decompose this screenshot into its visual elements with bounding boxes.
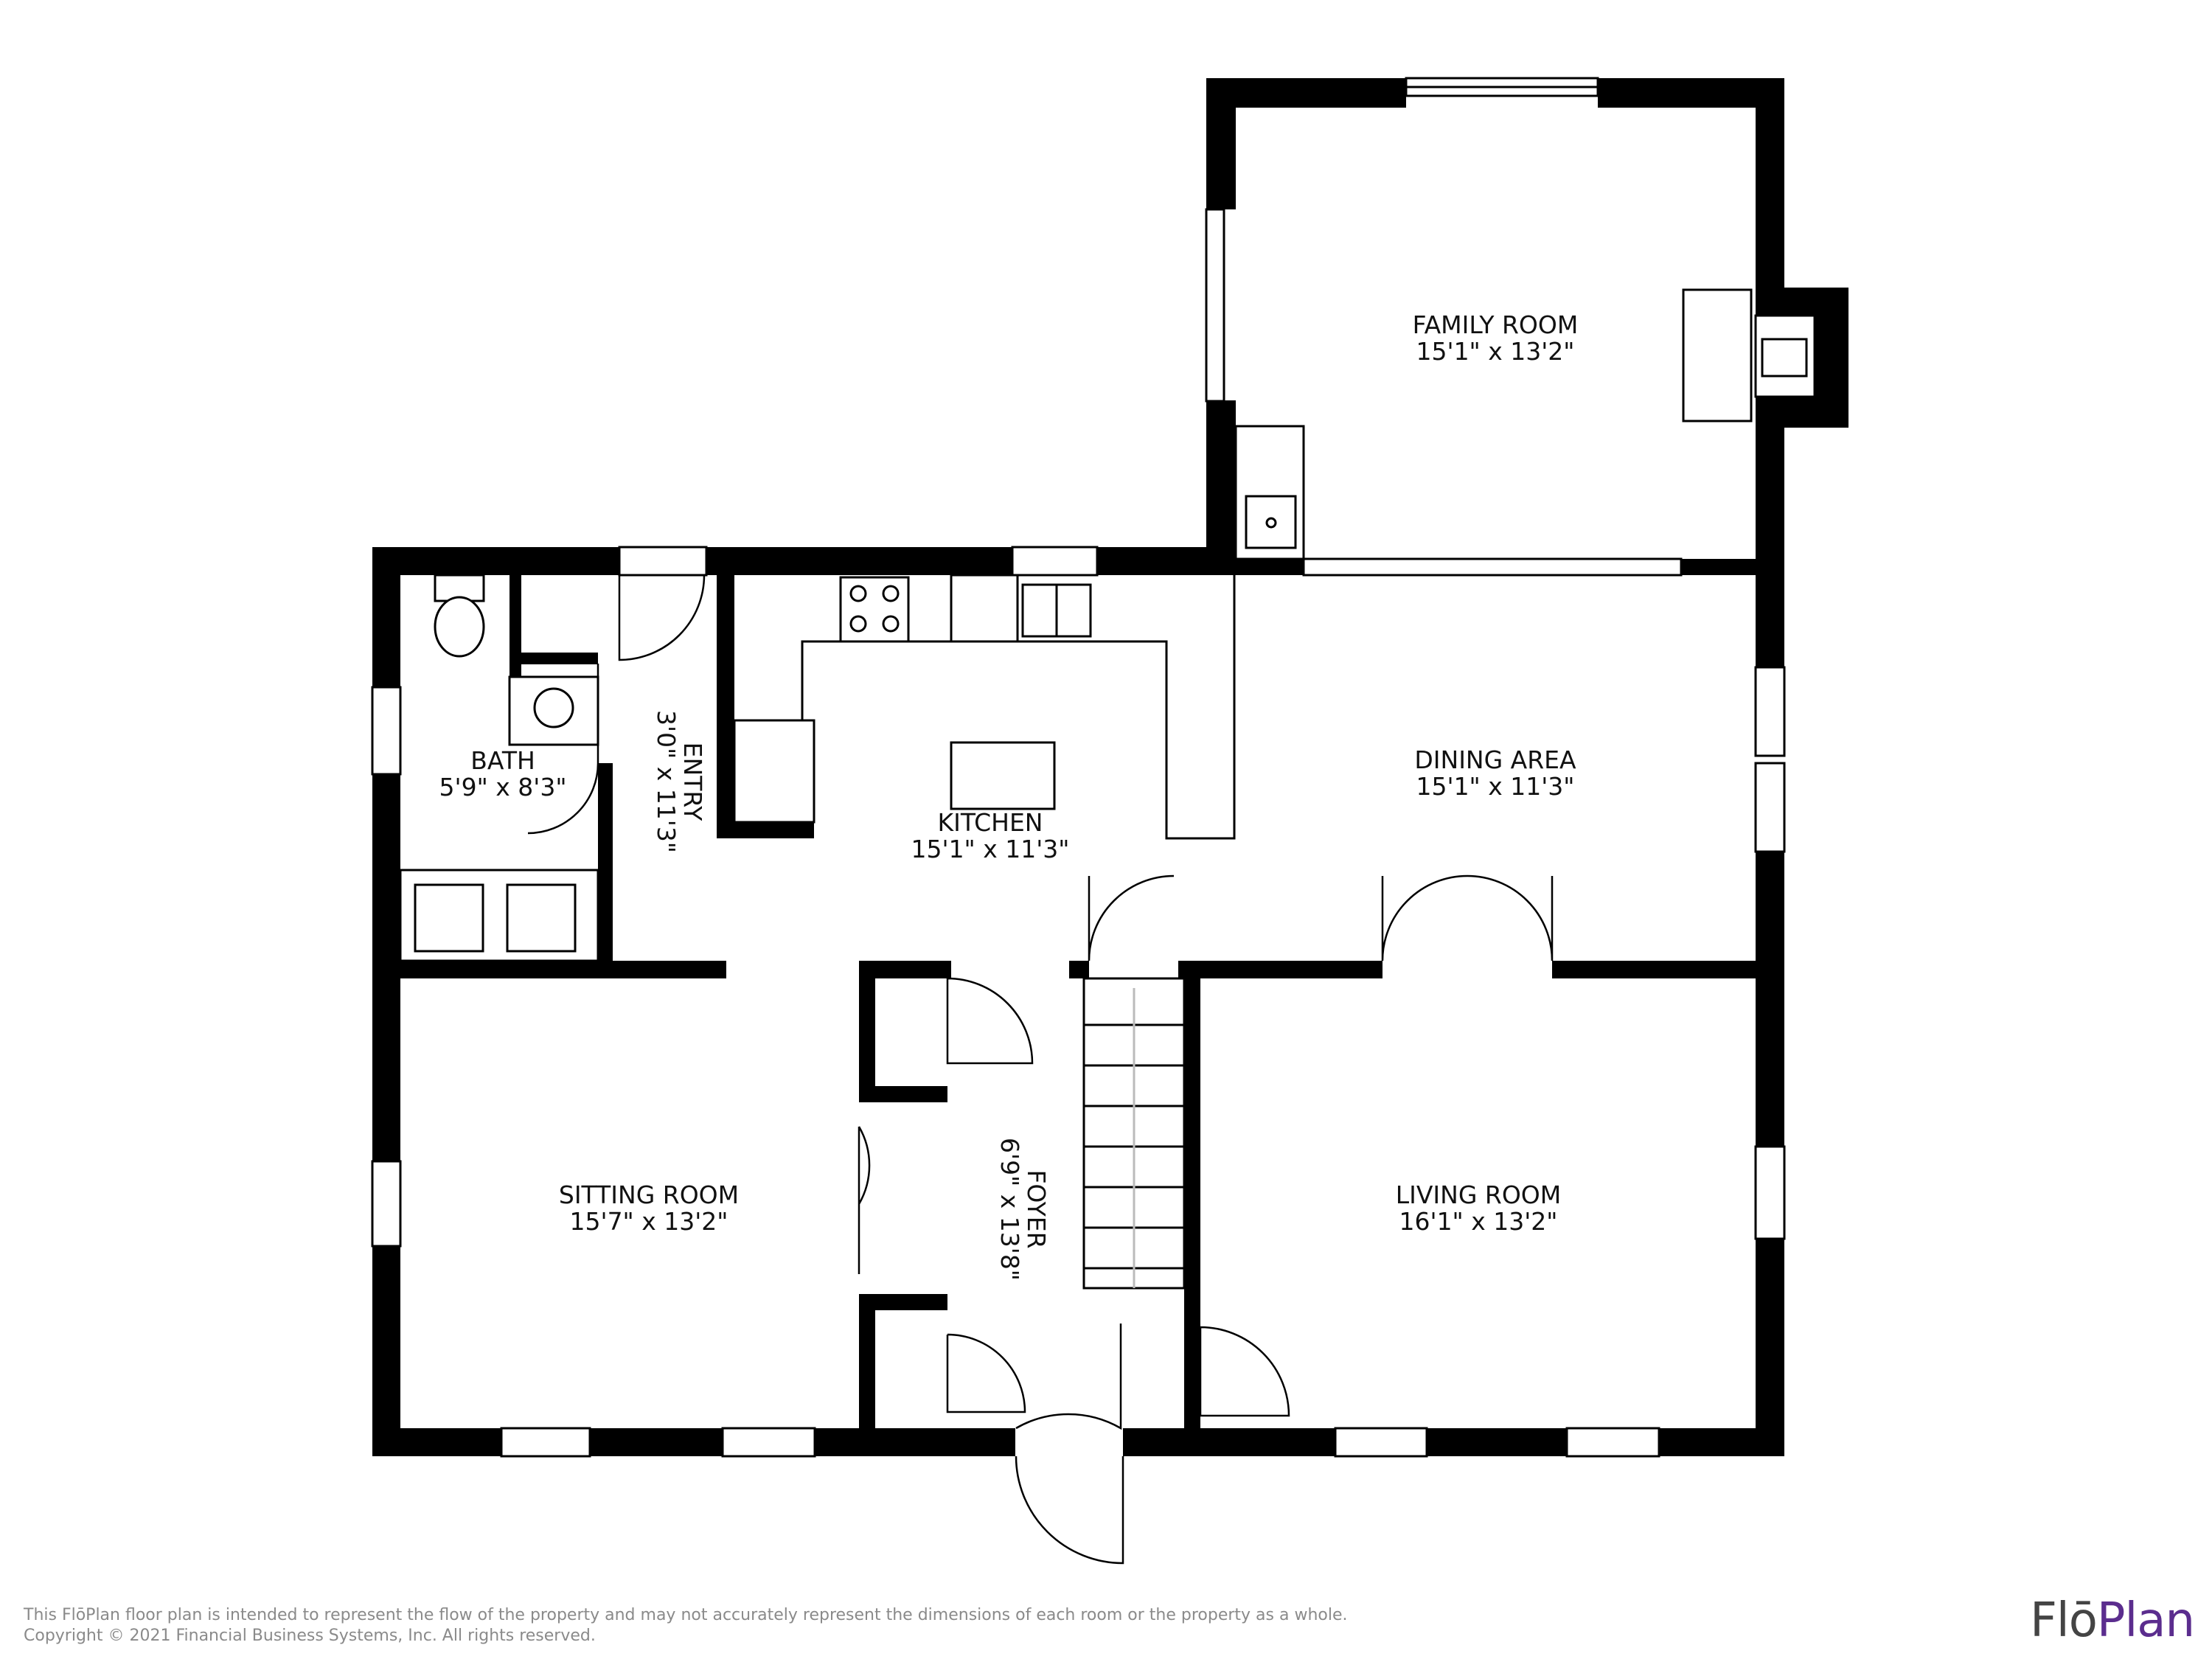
living-room-size: 16'1" x 13'2" [1399,1207,1558,1236]
dining-area-name: DINING AREA [1414,745,1576,774]
disclaimer-line-1: This FlōPlan floor plan is intended to r… [24,1606,1348,1624]
logo-flo: Flō [2030,1593,2098,1648]
floplan-logo: FlōPlan [2030,1591,2195,1650]
logo-plan: Plan [2096,1593,2195,1648]
entry-size: 3'0" x 11'3" [652,710,681,853]
kitchen-name: KITCHEN [938,808,1043,837]
dining-area-size: 15'1" x 11'3" [1416,772,1575,801]
family-room-name: FAMILY ROOM [1413,310,1579,339]
bath-size: 5'9" x 8'3" [439,773,567,801]
room-labels: FAMILY ROOM 15'1" x 13'2" DINING AREA 15… [439,310,1579,1281]
foyer-name: FOYER [1022,1169,1051,1248]
entry-name: ENTRY [678,742,707,822]
disclaimer: This FlōPlan floor plan is intended to r… [24,1605,1348,1646]
kitchen-size: 15'1" x 11'3" [911,835,1070,863]
disclaimer-line-2: Copyright © 2021 Financial Business Syst… [24,1627,596,1645]
living-room-name: LIVING ROOM [1396,1180,1562,1209]
fixtures [399,288,1816,1290]
walls [372,78,1848,1456]
sitting-room-name: SITTING ROOM [559,1180,739,1209]
sitting-room-size: 15'7" x 13'2" [570,1207,728,1236]
windows [371,77,1786,1458]
family-room-size: 15'1" x 13'2" [1416,337,1575,366]
foyer-size: 6'9" x 13'8" [995,1138,1024,1281]
doors [527,574,1554,1565]
bath-name: BATH [470,746,535,775]
